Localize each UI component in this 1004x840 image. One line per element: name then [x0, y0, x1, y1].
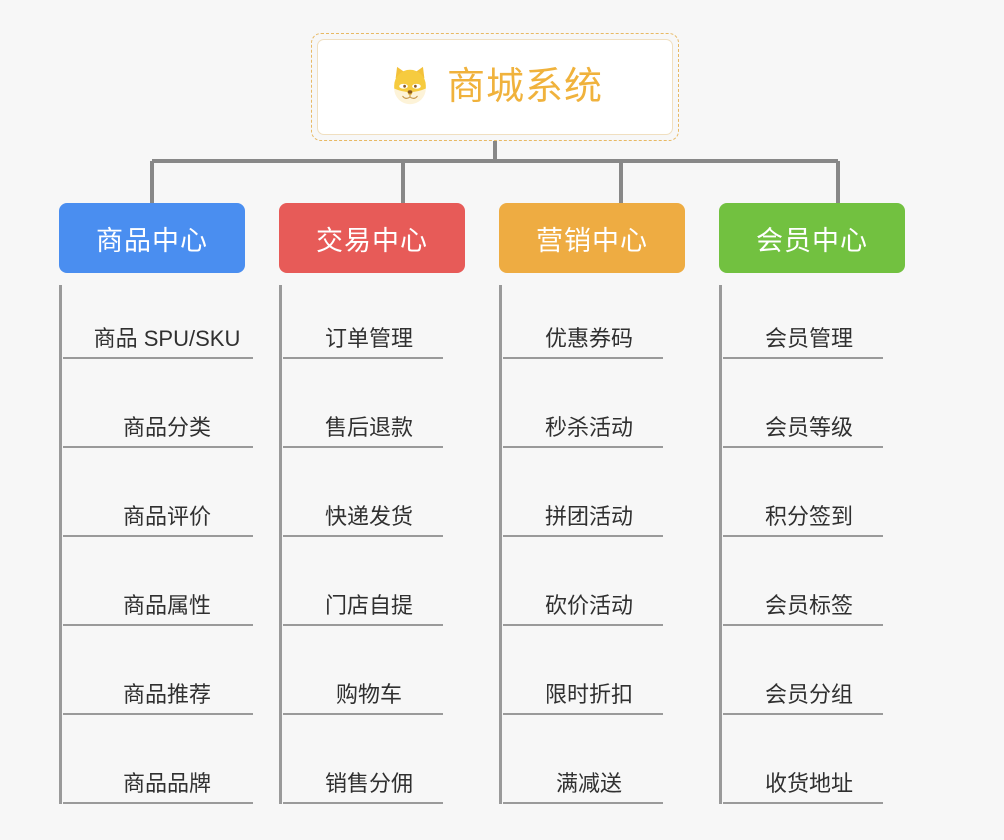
leaf-label: 会员管理: [764, 325, 853, 351]
list-item[interactable]: 积分签到: [723, 448, 883, 537]
root-node[interactable]: 商城系统: [311, 33, 679, 141]
header-label: 营销中心: [536, 225, 648, 256]
leaf-label: 商品 SPU/SKU: [93, 325, 241, 351]
list-item[interactable]: 会员标签: [723, 537, 883, 626]
leaf-label: 满减送: [555, 770, 622, 796]
leaf-label: 快递发货: [324, 503, 413, 529]
list-item[interactable]: 商品品牌: [63, 715, 253, 804]
leaf-list-member-center: 会员管理 会员等级 积分签到 会员标签 会员分组 收货地址: [719, 285, 909, 804]
leaf-label: 优惠券码: [544, 325, 633, 351]
leaf-label: 售后退款: [324, 414, 413, 440]
list-item[interactable]: 订单管理: [283, 285, 443, 359]
leaf-label: 门店自提: [324, 592, 413, 618]
leaf-label: 订单管理: [324, 325, 413, 351]
list-item[interactable]: 门店自提: [283, 537, 443, 626]
leaf-list-trade-center: 订单管理 售后退款 快递发货 门店自提 购物车 销售分佣: [279, 285, 469, 804]
leaf-list-product-center: 商品 SPU/SKU 商品分类 商品评价 商品属性 商品推荐 商品品牌: [59, 285, 253, 804]
list-item[interactable]: 商品分类: [63, 359, 253, 448]
leaf-label: 商品分类: [122, 414, 211, 440]
leaf-label: 购物车: [335, 681, 402, 707]
list-item[interactable]: 砍价活动: [503, 537, 663, 626]
column-product-center: 商品中心 商品 SPU/SKU 商品分类 商品评价 商品属性 商品推荐: [59, 203, 278, 804]
header-member-center[interactable]: 会员中心: [719, 203, 905, 273]
leaf-label: 销售分佣: [324, 770, 413, 796]
leaf-label: 积分签到: [764, 503, 853, 529]
header-label: 商品中心: [96, 225, 208, 256]
leaf-label: 限时折扣: [544, 681, 633, 707]
root-title: 商城系统: [446, 66, 603, 108]
list-item[interactable]: 快递发货: [283, 448, 443, 537]
header-trade-center[interactable]: 交易中心: [279, 203, 465, 273]
list-item[interactable]: 限时折扣: [503, 626, 663, 715]
header-marketing-center[interactable]: 营销中心: [499, 203, 685, 273]
list-item[interactable]: 销售分佣: [283, 715, 443, 804]
list-item[interactable]: 会员管理: [723, 285, 883, 359]
list-item[interactable]: 会员等级: [723, 359, 883, 448]
list-item[interactable]: 优惠券码: [503, 285, 663, 359]
leaf-label: 商品评价: [122, 503, 211, 529]
list-item[interactable]: 商品推荐: [63, 626, 253, 715]
list-item[interactable]: 商品属性: [63, 537, 253, 626]
column-member-center: 会员中心 会员管理 会员等级 积分签到 会员标签 会员分组: [719, 203, 938, 804]
leaf-label: 砍价活动: [544, 592, 633, 618]
list-item[interactable]: 购物车: [283, 626, 443, 715]
list-item[interactable]: 秒杀活动: [503, 359, 663, 448]
leaf-list-marketing-center: 优惠券码 秒杀活动 拼团活动 砍价活动 限时折扣 满减送: [499, 285, 689, 804]
list-item[interactable]: 商品评价: [63, 448, 253, 537]
category-columns: 商品中心 商品 SPU/SKU 商品分类 商品评价 商品属性 商品推荐: [0, 203, 1004, 804]
leaf-label: 会员标签: [764, 592, 853, 618]
list-item[interactable]: 拼团活动: [503, 448, 663, 537]
list-item[interactable]: 会员分组: [723, 626, 883, 715]
list-item[interactable]: 收货地址: [723, 715, 883, 804]
column-trade-center: 交易中心 订单管理 售后退款 快递发货 门店自提 购物车: [279, 203, 498, 804]
leaf-label: 收货地址: [764, 770, 853, 796]
root-node-inner: 商城系统: [317, 39, 673, 135]
list-item[interactable]: 满减送: [503, 715, 663, 804]
list-item[interactable]: 商品 SPU/SKU: [63, 285, 253, 359]
leaf-label: 拼团活动: [544, 503, 633, 529]
leaf-label: 商品属性: [122, 592, 211, 618]
column-marketing-center: 营销中心 优惠券码 秒杀活动 拼团活动 砍价活动 限时折扣: [499, 203, 718, 804]
leaf-label: 会员分组: [764, 681, 853, 707]
header-product-center[interactable]: 商品中心: [59, 203, 245, 273]
shiba-dog-icon: [387, 64, 433, 110]
leaf-label: 商品推荐: [122, 681, 211, 707]
leaf-label: 商品品牌: [122, 770, 211, 796]
list-item[interactable]: 售后退款: [283, 359, 443, 448]
leaf-label: 秒杀活动: [544, 414, 633, 440]
leaf-label: 会员等级: [764, 414, 853, 440]
header-label: 会员中心: [756, 225, 868, 256]
header-label: 交易中心: [316, 225, 428, 256]
